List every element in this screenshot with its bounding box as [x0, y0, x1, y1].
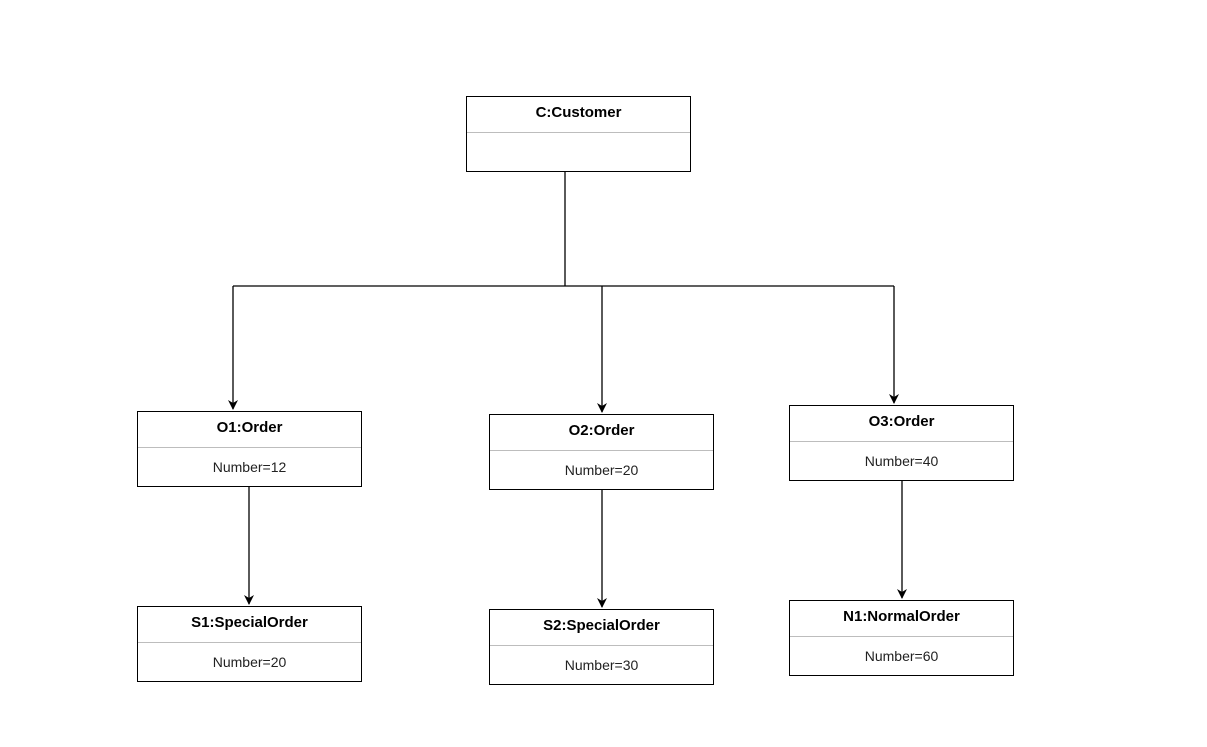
- node-s2[interactable]: S2:SpecialOrder Number=30: [489, 609, 714, 685]
- node-customer-attribute: [467, 133, 690, 171]
- node-customer-title: C:Customer: [467, 97, 690, 133]
- node-o1-attribute: Number=12: [212, 459, 287, 475]
- node-s1[interactable]: S1:SpecialOrder Number=20: [137, 606, 362, 682]
- node-s1-title: S1:SpecialOrder: [138, 607, 361, 643]
- node-o3-title: O3:Order: [790, 406, 1013, 442]
- node-n1[interactable]: N1:NormalOrder Number=60: [789, 600, 1014, 676]
- node-n1-title: N1:NormalOrder: [790, 601, 1013, 637]
- node-s1-attribute: Number=20: [212, 654, 287, 670]
- node-s2-title: S2:SpecialOrder: [490, 610, 713, 646]
- node-o2[interactable]: O2:Order Number=20: [489, 414, 714, 490]
- node-o1[interactable]: O1:Order Number=12: [137, 411, 362, 487]
- node-s2-attribute: Number=30: [564, 657, 639, 673]
- node-o3-attribute: Number=40: [864, 453, 939, 469]
- node-customer[interactable]: C:Customer: [466, 96, 691, 172]
- node-n1-attribute: Number=60: [864, 648, 939, 664]
- node-o2-attribute: Number=20: [564, 462, 639, 478]
- node-o3[interactable]: O3:Order Number=40: [789, 405, 1014, 481]
- node-o1-title: O1:Order: [138, 412, 361, 448]
- node-o2-title: O2:Order: [490, 415, 713, 451]
